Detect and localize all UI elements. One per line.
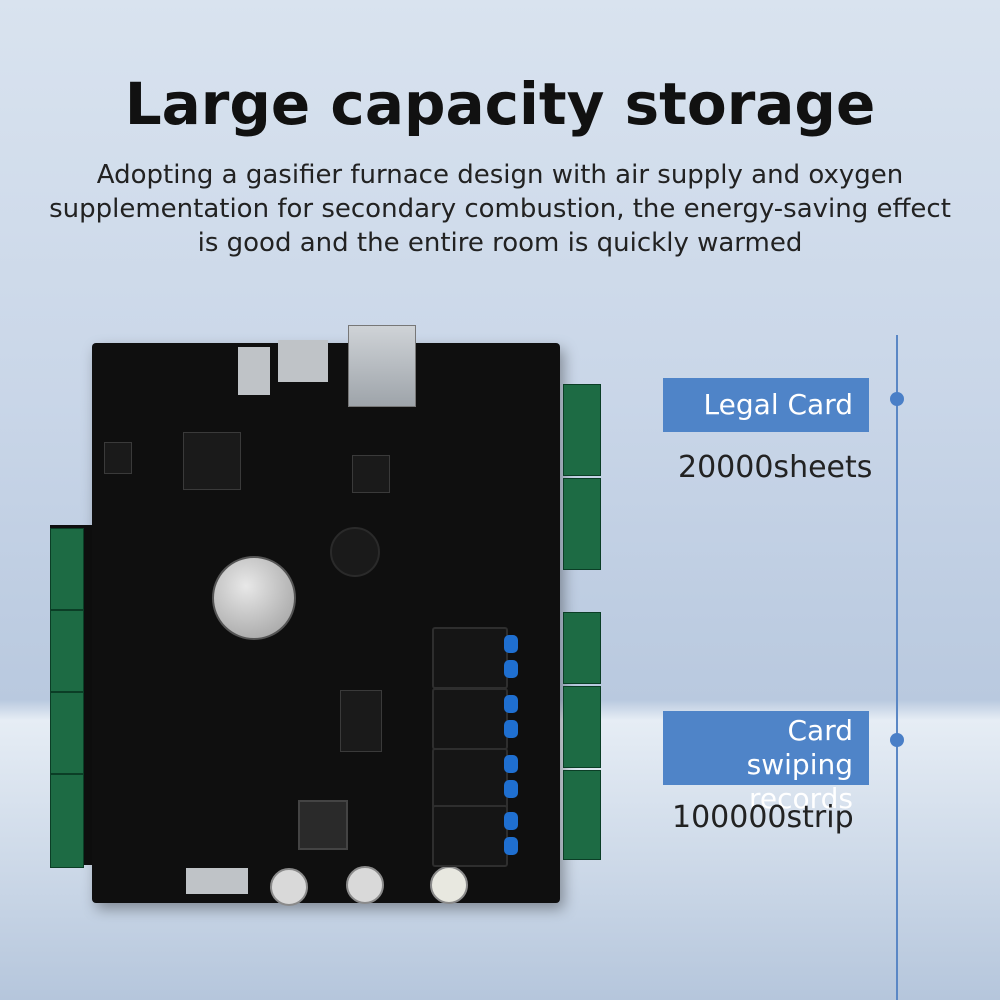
blue-capacitor [504,755,518,773]
capacitor-1 [270,868,308,906]
terminal-left-4 [50,774,84,868]
blue-capacitor [504,837,518,855]
timeline-dot-2 [890,733,904,747]
timeline-line [896,335,898,1000]
relay-4 [432,805,508,867]
mcu-chip [183,432,241,490]
terminal-left-2 [50,610,84,692]
dip-switch [186,868,248,894]
small-chip [104,442,132,474]
blue-capacitor [504,660,518,678]
blue-capacitor [504,780,518,798]
spec-value-card-records: 100000strip [672,800,854,835]
connector-block [238,347,270,395]
spec-value-legal-card: 20000sheets [678,450,873,485]
timeline-dot-1 [890,392,904,406]
terminal-right-5 [563,770,601,860]
ethernet-chip [352,455,390,493]
inductor [298,800,348,850]
blue-capacitor [504,812,518,830]
terminal-right-2 [563,478,601,570]
spec-label-card-records: Card swiping records [663,711,869,815]
blue-capacitor [504,695,518,713]
coin-battery [212,556,296,640]
page-subtitle: Adopting a gasifier furnace design with … [49,160,951,258]
driver-chip [340,690,382,752]
terminal-right-4 [563,686,601,768]
capacitor-3 [430,866,468,904]
terminal-left-1 [50,528,84,610]
buzzer [330,527,380,577]
blue-capacitor [504,720,518,738]
terminal-left-3 [50,692,84,774]
capacitor-2 [346,866,384,904]
relay-1 [432,627,508,689]
terminal-right-3 [563,612,601,684]
terminal-right-1 [563,384,601,476]
blue-capacitor [504,635,518,653]
page-title: Large capacity storage [124,70,876,138]
ethernet-port [348,325,416,407]
spec-label-legal-card: Legal Card [663,378,869,432]
relay-3 [432,748,508,810]
relay-2 [432,688,508,750]
connector-block-2 [278,340,328,382]
